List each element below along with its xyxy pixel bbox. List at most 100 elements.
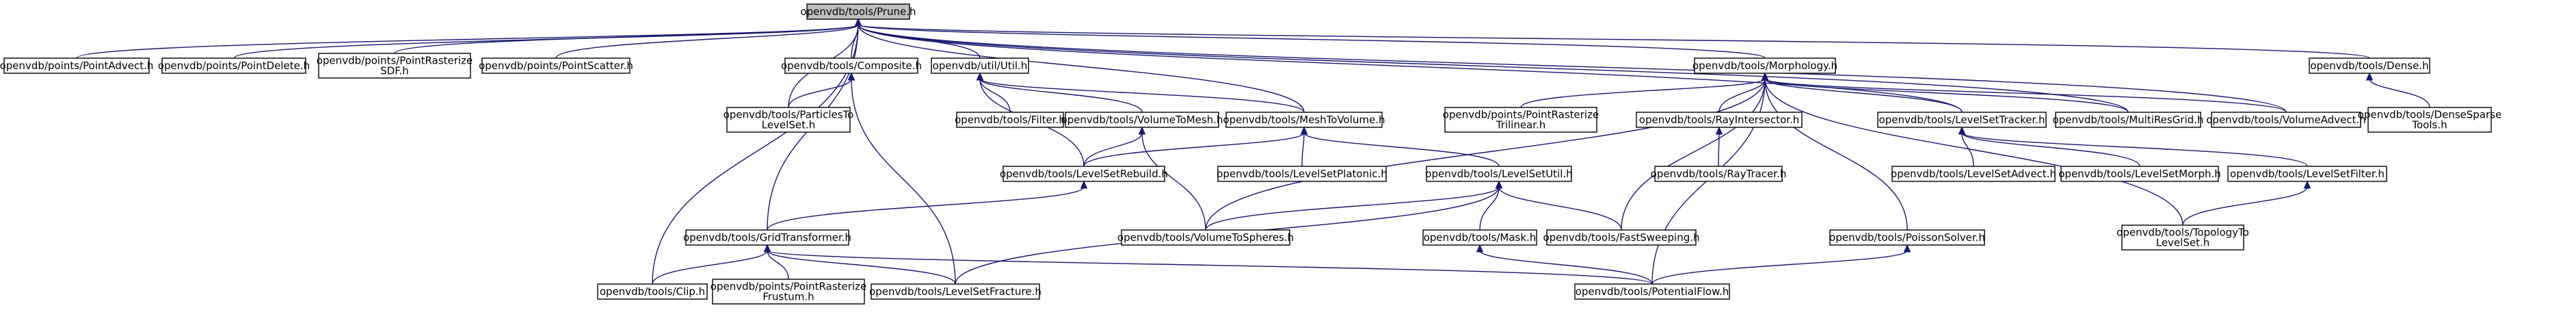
edge-util-to-prune [858, 24, 981, 59]
arrowhead-levelsetutil-to-meshtovolume [1300, 126, 1308, 135]
node-label: openvdb/points/PointScatter.h [479, 60, 633, 72]
node-box [806, 3, 910, 20]
edge-fastsweeping-to-levelsetutil [1498, 186, 1622, 231]
arrowhead-potentialflow-to-mask [1476, 244, 1484, 253]
node-multiresgrid[interactable]: openvdb/tools/MultiResGrid.h [2053, 112, 2204, 128]
node-box [931, 57, 1029, 74]
arrowhead-raytracer-to-rayintersector [1715, 126, 1723, 135]
node-label: openvdb/points/PointAdvect.h [0, 60, 153, 72]
node-dense[interactable]: openvdb/tools/Dense.h [2309, 57, 2430, 74]
arrowhead-levelsetfracture-to-levelsetutil [1495, 180, 1503, 189]
node-levelsetmorph[interactable]: openvdb/tools/LevelSetMorph.h [2058, 166, 2221, 182]
arrowhead-levelsetrebuild-to-util [976, 72, 984, 81]
node-pointdelete[interactable]: openvdb/points/PointDelete.h [158, 57, 310, 74]
node-levelsetrebuild[interactable]: openvdb/tools/LevelSetRebuild.h [1000, 166, 1168, 182]
node-box [1829, 229, 1985, 246]
edge-potentialflow-to-poissonsolver [1651, 250, 1908, 285]
node-label: openvdb/tools/PoissonSolver.h [1829, 231, 1985, 244]
node-label: openvdb/util/Util.h [933, 60, 1028, 72]
edge-raytracer-to-rayintersector [1718, 132, 1720, 167]
edge-levelsetfilter-to-levelsettracker [1961, 132, 2308, 167]
node-levelsetutil[interactable]: openvdb/tools/LevelSetUtil.h [1425, 166, 1573, 182]
node-label: openvdb/points/PointRasterize [711, 281, 866, 293]
node-levelsetadvect[interactable]: openvdb/tools/LevelSetAdvect.h [1891, 166, 2056, 182]
node-label: Tools.h [2411, 119, 2447, 131]
node-prune[interactable]: openvdb/tools/Prune.h [800, 3, 916, 20]
node-label: openvdb/tools/PotentialFlow.h [1576, 285, 1729, 298]
node-label: openvdb/tools/Prune.h [800, 5, 916, 18]
node-box [1444, 107, 1597, 133]
node-levelsetplatonic[interactable]: openvdb/tools/LevelSetPlatonic.h [1217, 166, 1387, 182]
node-volumetospheres[interactable]: openvdb/tools/VolumeToSpheres.h [1117, 229, 1294, 246]
node-box [726, 107, 851, 133]
node-composite[interactable]: openvdb/tools/Composite.h [781, 57, 922, 74]
node-pointadvect[interactable]: openvdb/points/PointAdvect.h [0, 57, 153, 74]
node-label: openvdb/tools/LevelSetRebuild.h [1000, 168, 1168, 180]
node-box [2309, 57, 2430, 74]
node-label: LevelSet.h [2156, 237, 2210, 249]
node-box [3, 57, 150, 74]
node-box [1002, 166, 1165, 182]
node-box [1891, 166, 2056, 182]
arrowhead-clip-to-prune [854, 18, 862, 27]
edge-topologytolevelset-to-morphology [1764, 78, 2183, 226]
node-box [1877, 112, 2047, 128]
edge-morphology-to-prune [858, 24, 1766, 59]
node-label: openvdb/tools/Filter.h [955, 114, 1065, 126]
node-morphology[interactable]: openvdb/tools/Morphology.h [1692, 57, 1837, 74]
node-label: LevelSet.h [762, 119, 816, 131]
arrowhead-potentialflow-to-poissonsolver [1903, 244, 1911, 253]
node-box [318, 53, 471, 79]
node-util[interactable]: openvdb/util/Util.h [931, 57, 1029, 74]
node-volumetomesh[interactable]: openvdb/tools/VolumeToMesh.h [1061, 112, 1223, 128]
edge-pointrasterizetrilinear-to-morphology [1520, 78, 1766, 108]
node-levelsetfilter[interactable]: openvdb/tools/LevelSetFilter.h [2227, 166, 2387, 182]
node-label: openvdb/tools/LevelSetFilter.h [2230, 168, 2385, 180]
edge-levelsetrebuild-to-volumetomesh [1083, 132, 1143, 167]
node-pointscatter[interactable]: openvdb/points/PointScatter.h [479, 57, 633, 74]
node-levelsettracker[interactable]: openvdb/tools/LevelSetTracker.h [1877, 112, 2047, 128]
arrowhead-levelsetfilter-to-levelsettracker [1958, 126, 1966, 135]
arrowhead-volumetospheres-to-volumetomesh [1138, 126, 1146, 135]
nodes-layer: openvdb/tools/Prune.h openvdb/points/Poin… [0, 3, 2501, 305]
node-label: openvdb/tools/LevelSetUtil.h [1425, 168, 1572, 180]
arrowhead-gridtransformer-to-levelsetrebuild [1080, 180, 1088, 189]
node-label: openvdb/tools/Clip.h [600, 285, 705, 298]
node-levelsetfracture[interactable]: openvdb/tools/LevelSetFracture.h [869, 283, 1041, 300]
edge-volumeadvect-to-morphology [1764, 78, 2287, 113]
node-fastsweeping[interactable]: openvdb/tools/FastSweeping.h [1543, 229, 1700, 246]
edge-fastsweeping-to-morphology [1621, 78, 1766, 231]
edge-gridtransformer-to-levelsetrebuild [767, 186, 1085, 231]
node-poissonsolver[interactable]: openvdb/tools/PoissonSolver.h [1829, 229, 1985, 246]
edge-levelsetfracture-to-gridtransformer [767, 250, 956, 285]
edge-particlestolevelset-to-composite [788, 78, 852, 108]
node-rayintersector[interactable]: openvdb/tools/RayIntersector.h [1636, 112, 1803, 128]
node-label: openvdb/tools/VolumeToSpheres.h [1117, 231, 1294, 244]
node-label: openvdb/points/PointDelete.h [158, 60, 310, 72]
node-box [1546, 229, 1697, 246]
node-label: openvdb/tools/MultiResGrid.h [2053, 114, 2204, 126]
node-volumeadvect[interactable]: openvdb/tools/VolumeAdvect.h [2206, 112, 2366, 128]
node-mask[interactable]: openvdb/tools/Mask.h [1422, 229, 1537, 246]
node-box [1422, 229, 1537, 246]
edge-levelsetrebuild-to-meshtovolume [1083, 132, 1305, 167]
edge-potentialflow-to-gridtransformer [767, 250, 1653, 285]
node-meshtovolume[interactable]: openvdb/tools/MeshToVolume.h [1223, 112, 1385, 128]
node-gridtransformer[interactable]: openvdb/tools/GridTransformer.h [683, 229, 851, 246]
node-clip[interactable]: openvdb/tools/Clip.h [597, 283, 708, 300]
edge-levelsetfracture-to-composite [851, 78, 956, 285]
edge-levelsetplatonic-to-meshtovolume [1301, 132, 1305, 167]
node-potentialflow[interactable]: openvdb/tools/PotentialFlow.h [1574, 283, 1730, 300]
node-raytracer[interactable]: openvdb/tools/RayTracer.h [1651, 166, 1787, 182]
node-filter[interactable]: openvdb/tools/Filter.h [955, 112, 1065, 128]
edge-potentialflow-to-mask [1479, 250, 1653, 285]
edge-volumetospheres-to-levelsetutil [1205, 186, 1500, 231]
node-label: openvdb/tools/VolumeAdvect.h [2206, 114, 2366, 126]
node-box [712, 279, 865, 305]
